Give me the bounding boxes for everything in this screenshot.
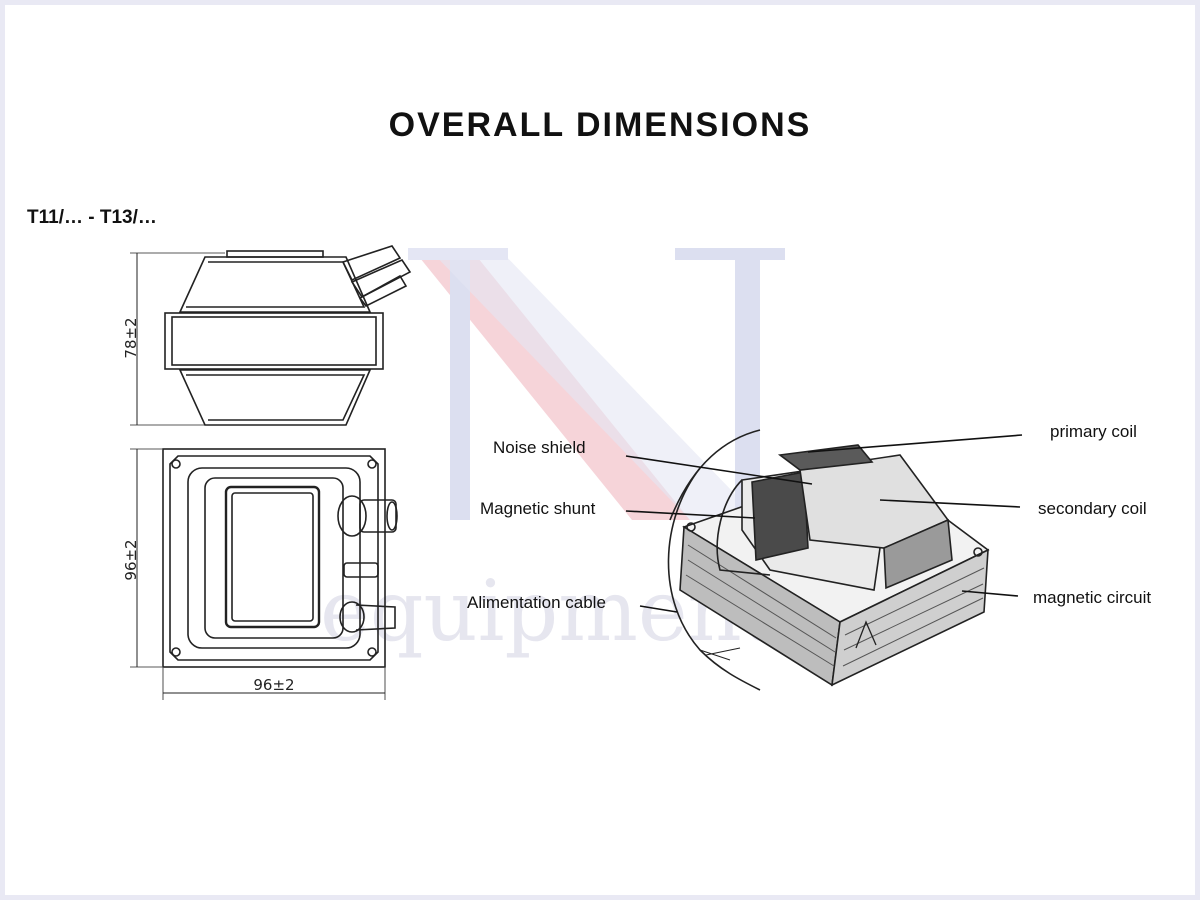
watermark-logo: equipment <box>320 248 785 660</box>
width-dimension: 96±2 <box>253 676 294 694</box>
callout-leaders <box>625 434 1023 613</box>
side-view-drawing <box>130 245 412 426</box>
top-view-drawing <box>130 448 398 700</box>
callout-magnetic-circuit: magnetic circuit <box>1033 588 1152 607</box>
depth-dimension: 96±2 <box>122 539 140 580</box>
callout-noise-shield: Noise shield <box>493 438 586 457</box>
callout-primary-coil: primary coil <box>1050 422 1137 441</box>
page-title: OVERALL DIMENSIONS <box>388 106 812 144</box>
callout-secondary-coil: secondary coil <box>1038 499 1147 518</box>
height-dimension: 78±2 <box>122 317 140 358</box>
callout-magnetic-shunt: Magnetic shunt <box>480 499 596 518</box>
callout-alimentation-cable: Alimentation cable <box>467 593 606 612</box>
model-label: T11/… - T13/… <box>27 207 157 228</box>
